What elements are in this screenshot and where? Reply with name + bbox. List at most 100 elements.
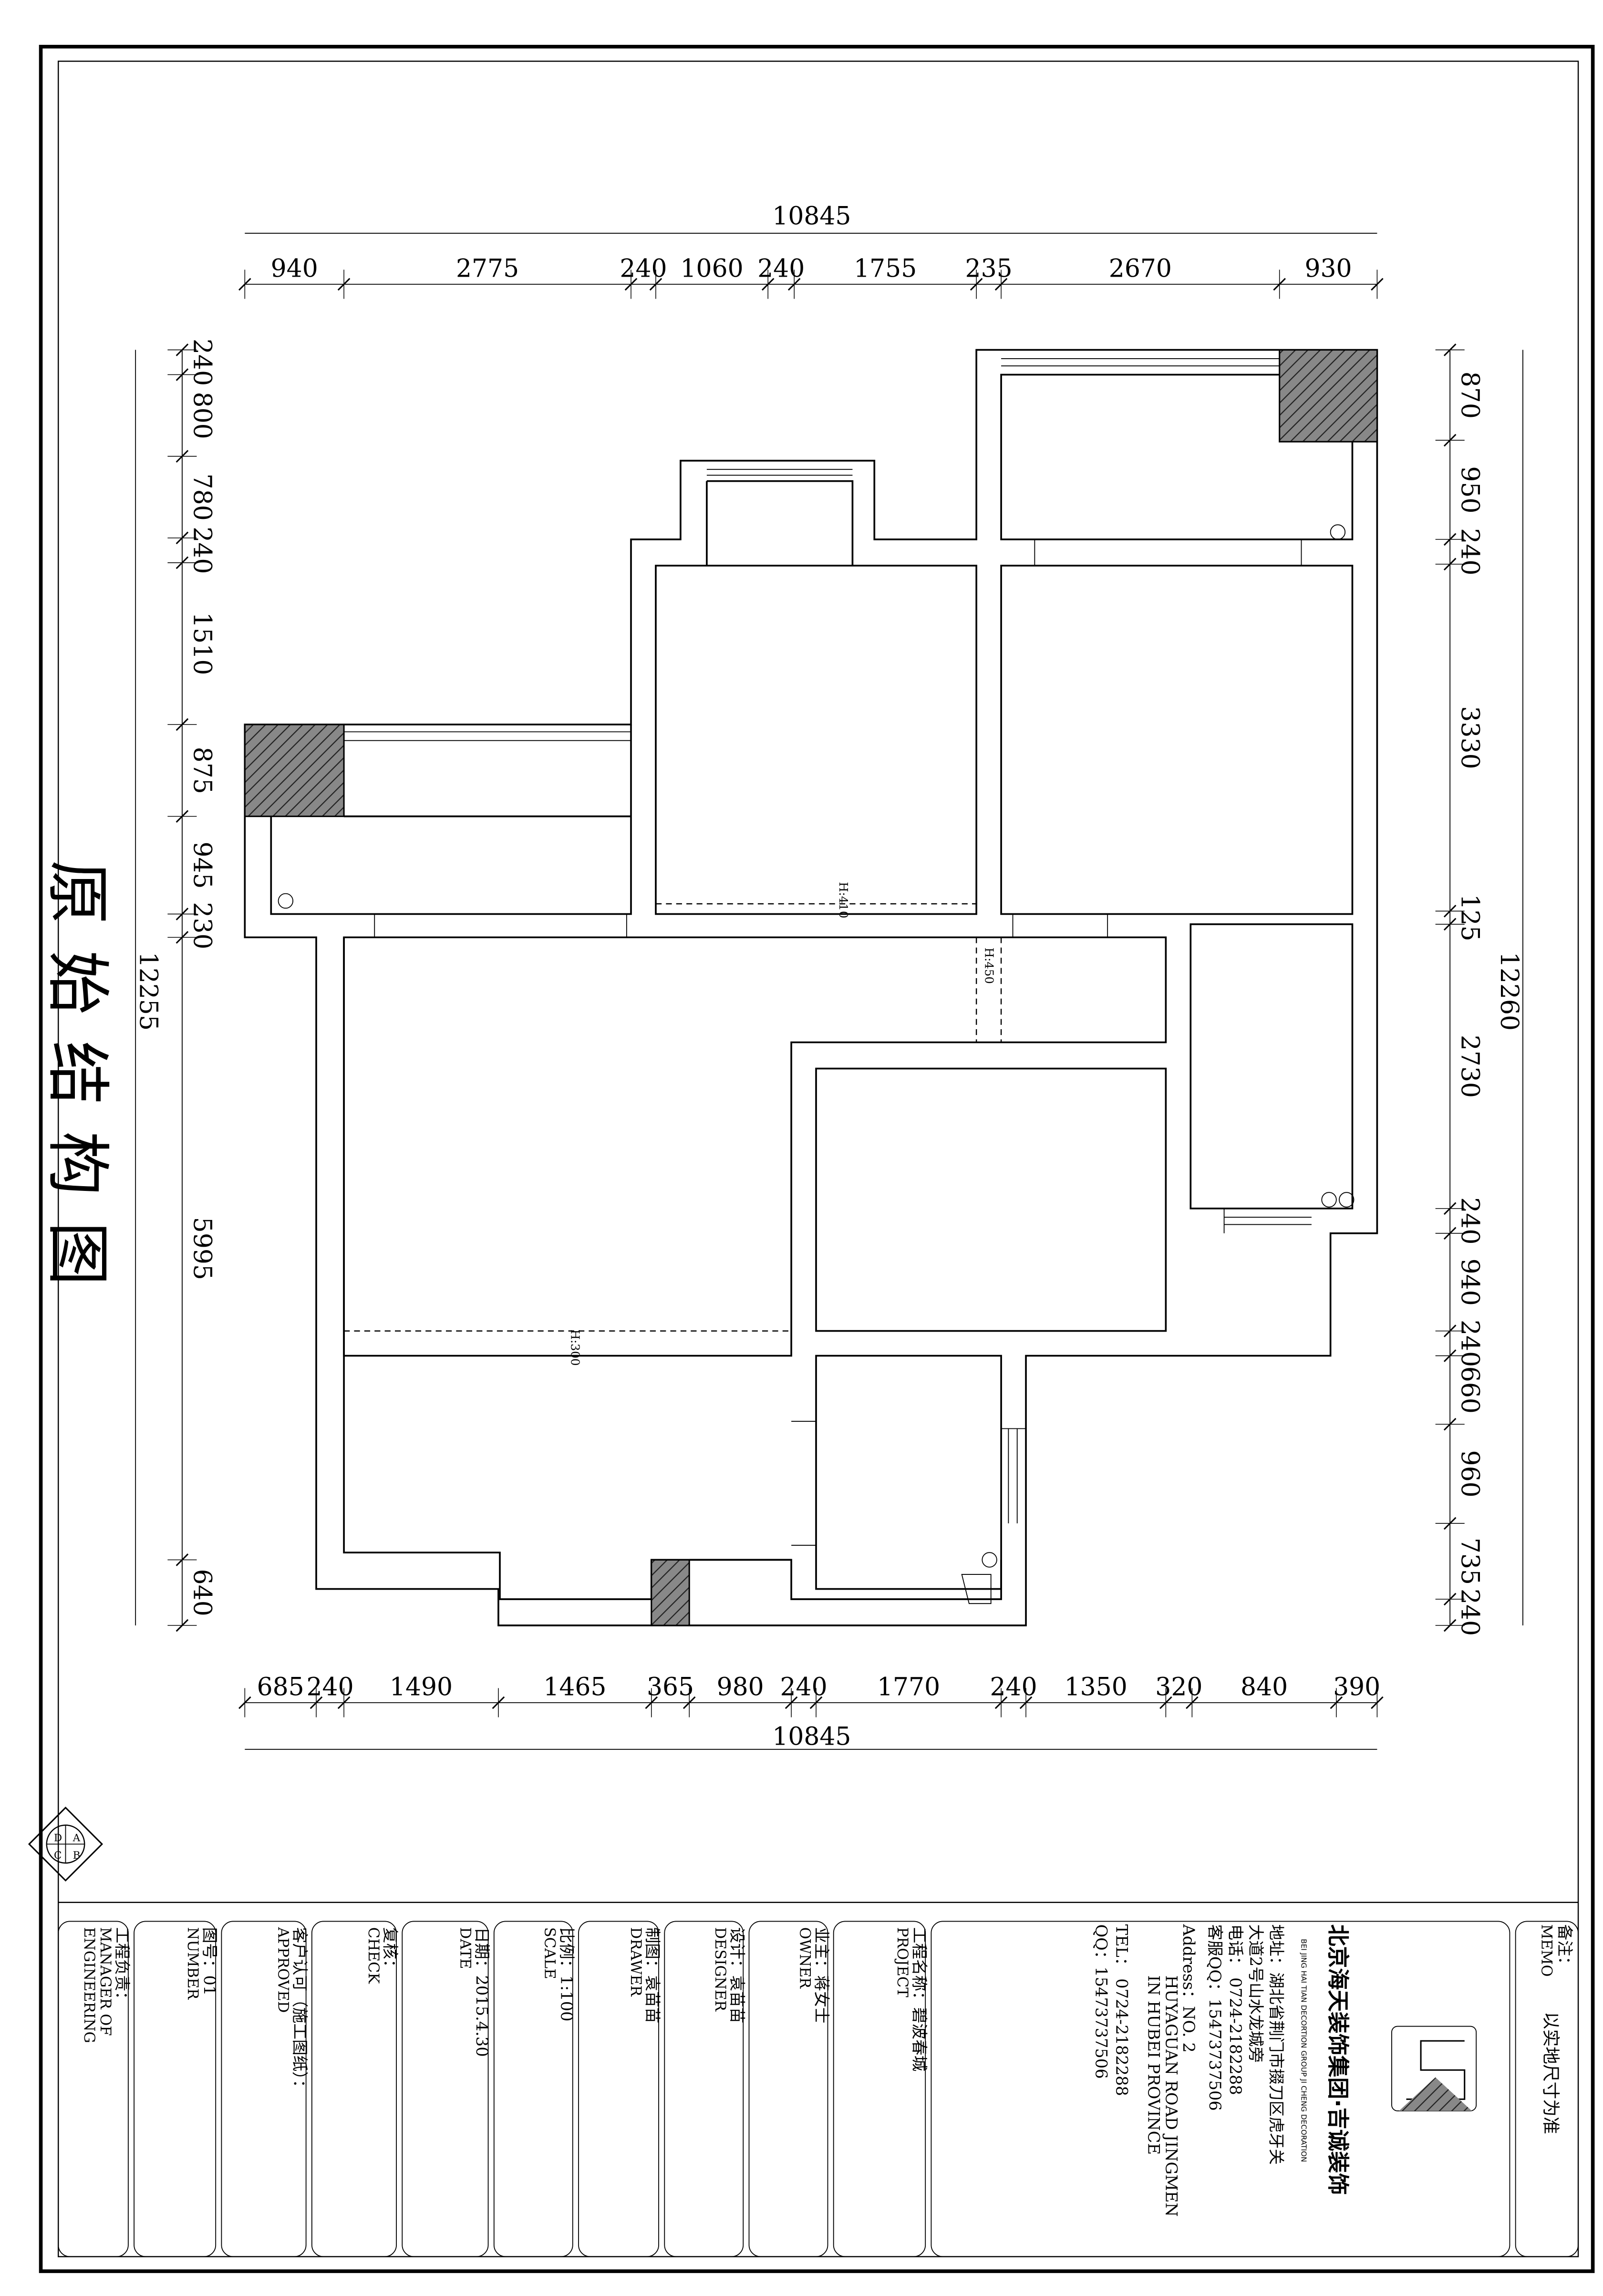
drawing-title: 原始结构图 [40, 860, 115, 1312]
right-dim-segment: 240 [1456, 1197, 1484, 1244]
left-dim-segment: 230 [187, 902, 216, 949]
right-dim-segment: 870 [1456, 372, 1484, 419]
title-approved-en: APPROVED [275, 1927, 291, 2013]
bottom-dim-segment: 1465 [543, 1673, 606, 1702]
title-manager-en1: MANAGER OF [97, 1927, 114, 2036]
right-dim-segment: 940 [1456, 1259, 1484, 1306]
top-dim-segment: 1755 [854, 255, 917, 283]
bottom-dim-segment: 390 [1333, 1673, 1380, 1702]
compass-letter: C [54, 1850, 62, 1862]
right-total-dim: 12260 [1495, 952, 1523, 1031]
title-cell-scale [493, 1921, 573, 2257]
title-number-en: NUMBER [184, 1927, 201, 2000]
top-dim-segment: 240 [757, 255, 805, 283]
title-check-en: CHECK [365, 1927, 382, 1985]
left-dim-segment: 945 [187, 841, 216, 889]
bottom-dim-segment: 1770 [877, 1673, 940, 1702]
company-name-en: BEI JING HAI TIAN DECORTION GROUP JI CHE… [1300, 1939, 1308, 2162]
company-qq-service: 客服QQ：15473737506 [1206, 1924, 1224, 2111]
title-project-en: PROJECT [894, 1927, 910, 1998]
left-dim-segment: 1510 [187, 612, 216, 675]
company-address-en: IN HUBEI PROVINCE [1145, 1975, 1163, 2155]
memo-text: 以实地尺寸为准 [1541, 2012, 1561, 2134]
title-owner-en: OWNER [796, 1927, 813, 1989]
company-qq: QQ：15473737506 [1092, 1924, 1111, 2079]
left-dim-segment: 780 [187, 474, 216, 521]
left-dim-segment: 5995 [187, 1217, 216, 1280]
height-mark: H:450 [982, 948, 996, 984]
title-check-cn: 复核： [381, 1927, 400, 1975]
title-cell-designer [664, 1921, 744, 2257]
company-address: 大道2号山水龙城旁 [1247, 1924, 1265, 2063]
bottom-dim-segment: 365 [647, 1673, 694, 1702]
title-cell-manager [58, 1921, 129, 2257]
title-cell-approved [221, 1921, 307, 2257]
bottom-dim-segment: 685 [257, 1673, 304, 1702]
walls [244, 349, 1378, 1626]
company-name: 北京海天装饰集团·吉诚装饰 [1325, 1924, 1351, 2195]
compass-letter: D [54, 1832, 62, 1844]
hatched-column [244, 724, 345, 817]
title-cell-memo [1515, 1921, 1579, 2257]
compass-symbol: A B C D [28, 1806, 103, 1882]
title-cell-company [931, 1921, 1510, 2257]
outer-frame [39, 44, 1595, 2273]
top-total-dim: 10845 [772, 202, 851, 231]
title-owner-cn: 业主：蒋女士 [812, 1927, 831, 2024]
company-logo [1391, 2026, 1477, 2111]
title-manager-cn: 工程负责： [113, 1927, 131, 2007]
top-dim-segment: 1060 [681, 255, 744, 283]
bottom-total-dim: 10845 [772, 1723, 851, 1751]
title-cell-check [311, 1921, 397, 2257]
left-dim-segment: 640 [187, 1569, 216, 1616]
bottom-dim-segment: 980 [717, 1673, 764, 1702]
bottom-dim-segment: 240 [990, 1673, 1037, 1702]
company-address-en: Address：NO. 2 [1179, 1924, 1198, 2053]
bottom-dim-segment: 840 [1241, 1673, 1288, 1702]
memo-label-en: MEMO [1538, 1924, 1555, 1977]
hatched-column [651, 1559, 690, 1626]
right-dim-segment: 125 [1456, 894, 1484, 941]
right-dim-segment: 3330 [1456, 706, 1484, 769]
bottom-dim-segment: 320 [1155, 1673, 1202, 1702]
hatched-column [1279, 349, 1378, 443]
bottom-dim-segment: 240 [306, 1673, 353, 1702]
company-phone: 电话： 0724-2182288 [1226, 1924, 1245, 2095]
top-dim-segment: 235 [965, 255, 1013, 283]
title-number-cn: 图号：01 [200, 1927, 219, 1996]
top-dim-segment: 2670 [1109, 255, 1172, 283]
title-date-en: DATE [457, 1927, 474, 1969]
memo-label: 备注： [1555, 1924, 1574, 1973]
title-date-cn: 日期：2015.4.30 [473, 1927, 491, 2057]
right-dim-segment: 960 [1456, 1450, 1484, 1498]
company-cell: 北京海天装饰集团·吉诚装饰 BEI JING HAI TIAN DECORTIO… [1092, 1924, 1574, 2217]
title-drawer-cn: 制图：袁苗苗 [643, 1927, 662, 2024]
top-dim-segment: 940 [271, 255, 318, 283]
left-dim-segment: 240 [187, 527, 216, 574]
company-address-en: HUYAGUAN ROAD JINGMEN [1162, 1975, 1180, 2217]
right-dimensions: 12260 8709502403330125273024094024066096… [1435, 343, 1523, 1636]
left-dim-segment: 875 [187, 747, 216, 794]
top-dim-segment: 930 [1304, 255, 1352, 283]
right-dim-segment: 2730 [1456, 1035, 1484, 1098]
company-tel: TEL： 0724-2182288 [1112, 1924, 1131, 2096]
right-dim-segment: 240 [1456, 1589, 1484, 1636]
left-dim-segment: 800 [187, 392, 216, 439]
title-cell-drawer [578, 1921, 659, 2257]
title-drawer-en: DRAWER [627, 1927, 644, 1997]
top-dim-segment: 240 [620, 255, 667, 283]
bottom-dim-segment: 1490 [390, 1673, 453, 1702]
right-dim-segment: 950 [1456, 466, 1484, 513]
right-dim-segment: 240 [1456, 1320, 1484, 1367]
title-project-cn: 工程名称：碧波春城 [910, 1927, 929, 2072]
right-dim-segment: 240 [1456, 528, 1484, 575]
left-dim-segment: 240 [187, 339, 216, 386]
title-approved-cn: 客户认可（施工图纸）： [290, 1927, 309, 2096]
title-designer-cn: 设计：袁苗苗 [728, 1927, 746, 2024]
right-dim-segment: 660 [1456, 1366, 1484, 1414]
compass-letter: A [72, 1832, 81, 1844]
